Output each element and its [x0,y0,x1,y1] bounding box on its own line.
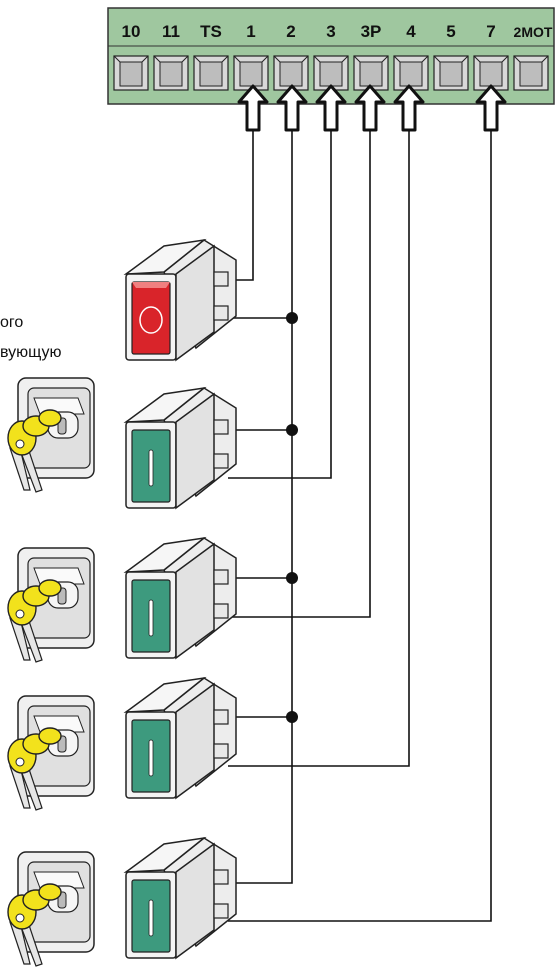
terminal-label-2mot: 2MOT [514,24,553,40]
junction-dot [286,572,298,584]
terminal-label-ts: TS [200,22,222,41]
junction-dot [286,711,298,723]
terminal-label-5: 5 [446,22,455,41]
terminal-label-4: 4 [406,22,416,41]
side-text-line-1: ого [0,314,24,331]
terminal-label-7: 7 [486,22,495,41]
key-switch-icon [7,851,95,967]
key-switch-icon [7,377,95,493]
terminal-label-3: 3 [326,22,335,41]
push-button-icon [125,387,237,509]
push-button-icon [125,537,237,659]
push-button-icon [125,677,237,799]
junction-dot [286,424,298,436]
key-switch-icon [7,547,95,663]
terminal-label-3p: 3P [361,22,382,41]
side-text-line-2: вующую [0,344,62,361]
junction-dot [286,312,298,324]
terminal-label-10: 10 [122,22,141,41]
terminal-label-11: 11 [162,22,180,41]
terminal-label-1: 1 [246,22,255,41]
terminal-label-2: 2 [286,22,295,41]
wires [228,131,492,922]
push-button-icon [125,837,237,959]
terminal-labels: 10 11 TS 1 2 3 3P 4 5 7 2MOT [122,22,553,41]
junction-dots [286,312,298,723]
key-switch-icon [7,695,95,811]
stop-button-icon [125,239,237,361]
